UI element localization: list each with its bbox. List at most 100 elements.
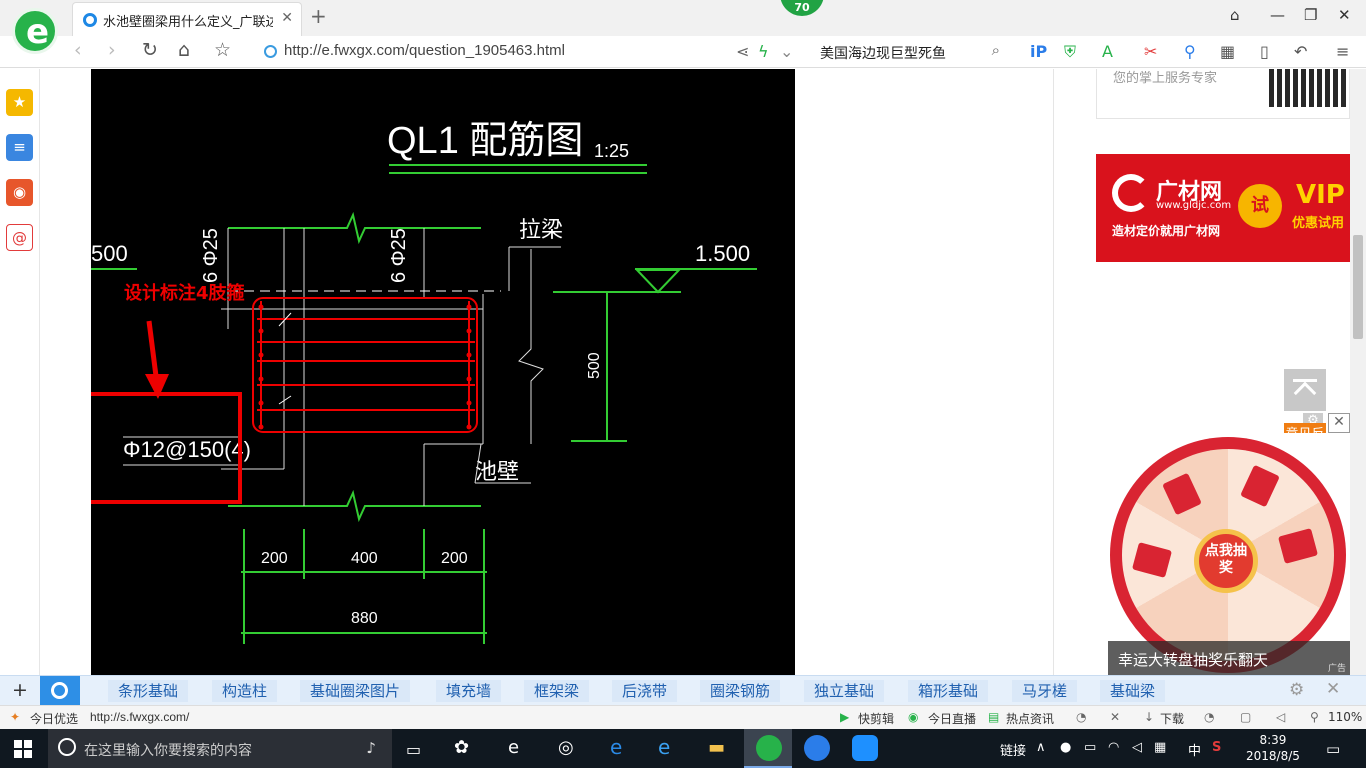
status-item[interactable]: 下载 xyxy=(1160,712,1185,726)
close-tagbar-button[interactable]: ✕ xyxy=(1326,679,1341,699)
tray-label[interactable]: 链接 xyxy=(1000,744,1027,759)
scissors-icon[interactable]: ✂ xyxy=(1144,42,1158,61)
ad-try-badge: 试 xyxy=(1238,184,1282,228)
lucky-wheel-ad[interactable]: 点我抽奖 幸运大转盘抽奖乐翻天 广告 xyxy=(1108,433,1350,675)
news-list-icon[interactable]: ≡ xyxy=(6,134,33,161)
status-link: http://s.fwxgx.com/ xyxy=(90,710,190,724)
volume-icon[interactable]: ◁ xyxy=(1276,710,1286,724)
tag-item[interactable]: 箱形基础 xyxy=(908,680,989,702)
column-divider xyxy=(1053,69,1054,675)
tag-item[interactable]: 基础圈梁图片 xyxy=(300,680,411,702)
menu-icon[interactable]: ≡ xyxy=(1336,42,1350,61)
scrollbar-thumb[interactable] xyxy=(1353,235,1363,339)
annotation-arrow-icon xyxy=(145,374,169,399)
zoom-level[interactable]: 110% xyxy=(1328,710,1363,724)
tag-item[interactable]: 基础梁 xyxy=(1100,680,1166,702)
glodon-app-icon[interactable] xyxy=(804,735,830,761)
chevron-down-icon[interactable]: ⌄ xyxy=(780,42,794,61)
tag-item[interactable]: 圈梁钢筋 xyxy=(700,680,781,702)
window-icon[interactable]: ▢ xyxy=(1240,710,1252,724)
lightning-icon[interactable]: ϟ xyxy=(758,42,769,61)
pin-icon[interactable]: ⌂ xyxy=(1230,6,1240,24)
device-icon[interactable]: ▯ xyxy=(1260,42,1269,61)
search-icon[interactable]: ⌕ xyxy=(991,41,1000,59)
mail-icon[interactable]: @ xyxy=(6,224,33,251)
back-button[interactable]: ‹ xyxy=(74,39,82,61)
tag-item[interactable]: 条形基础 xyxy=(108,680,189,702)
tag-item[interactable]: 框架梁 xyxy=(524,680,590,702)
browser-app-icon[interactable] xyxy=(756,735,782,761)
keyboard-icon[interactable]: ▦ xyxy=(1154,740,1167,755)
tab-close-button[interactable]: ✕ xyxy=(281,10,293,26)
elevation-label: 1.500 xyxy=(695,241,750,266)
taskbar-search[interactable]: 在这里输入你要搜索的内容 ♪ xyxy=(48,729,392,768)
internet-explorer-app-icon[interactable]: e xyxy=(658,735,671,759)
weibo-icon[interactable]: ◉ xyxy=(6,179,33,206)
system-clock[interactable]: 8:39 2018/8/5 xyxy=(1246,732,1300,764)
tag-item[interactable]: 独立基础 xyxy=(804,680,885,702)
new-tab-button[interactable]: + xyxy=(310,4,327,28)
refresh-button[interactable]: ↻ xyxy=(142,39,158,61)
restore-button[interactable]: ❐ xyxy=(1304,6,1318,24)
ip-icon[interactable]: iP xyxy=(1030,42,1048,61)
gear-icon[interactable]: ⚙ xyxy=(1289,680,1305,700)
share-icon[interactable]: ⋖ xyxy=(736,42,750,61)
browser-tab[interactable]: 水池壁圈梁用什么定义_广联达服 ✕ xyxy=(72,2,302,36)
minimize-button[interactable]: — xyxy=(1270,6,1285,24)
translate-icon[interactable]: A xyxy=(1102,42,1113,61)
app-icon[interactable]: ◎ xyxy=(558,737,574,758)
address-bar[interactable]: http://e.fwxgx.com/question_1905463.html xyxy=(264,40,724,64)
notification-bell-icon[interactable]: ● xyxy=(1060,740,1072,755)
add-app-icon[interactable] xyxy=(852,735,878,761)
browser-logo-icon[interactable]: e xyxy=(12,8,58,54)
volume-icon[interactable]: ◁ xyxy=(1132,740,1142,755)
tag-item[interactable]: 后浇带 xyxy=(612,680,678,702)
feed-label[interactable]: 今日优选 xyxy=(30,712,79,726)
taskbar-search-placeholder[interactable]: 在这里输入你要搜索的内容 xyxy=(84,743,252,759)
undo-icon[interactable]: ↶ xyxy=(1294,42,1308,61)
add-tag-button[interactable]: + xyxy=(12,679,28,701)
wifi-icon[interactable]: ◠ xyxy=(1108,740,1120,755)
ime-indicator[interactable]: 中 xyxy=(1188,744,1202,759)
gldjc-ad-banner[interactable]: 广材网 www.gldjc.com 造材定价就用广材网 试 VIP 优惠试用 xyxy=(1096,154,1350,262)
score-badge[interactable]: 70 xyxy=(780,0,824,16)
tag-item[interactable]: 马牙槎 xyxy=(1012,680,1078,702)
task-view-icon[interactable]: ▭ xyxy=(406,740,422,759)
magnifier-icon[interactable]: ⚲ xyxy=(1184,42,1196,61)
video-edit-icon: ▶ xyxy=(840,710,850,724)
status-item[interactable]: 快剪辑 xyxy=(858,712,895,726)
home-button[interactable]: ⌂ xyxy=(178,39,191,61)
apps-grid-icon[interactable]: ▦ xyxy=(1220,42,1236,61)
status-item[interactable]: 今日直播 xyxy=(928,712,977,726)
tag-item[interactable]: 构造柱 xyxy=(212,680,278,702)
ad-close-button[interactable]: ✕ xyxy=(1328,413,1350,433)
tray-expand-icon[interactable]: ∧ xyxy=(1036,740,1046,755)
close-window-button[interactable]: ✕ xyxy=(1338,6,1351,24)
forward-button[interactable]: › xyxy=(108,39,116,61)
search-input[interactable]: 美国海边现巨型死鱼 xyxy=(820,46,946,62)
star-icon[interactable]: ★ xyxy=(6,89,33,116)
speed-icon[interactable]: ◔ xyxy=(1076,710,1087,724)
sogou-ime-icon[interactable]: S xyxy=(1212,740,1222,755)
shield-icon[interactable]: ⛨ xyxy=(1064,42,1077,61)
edge-app-icon[interactable]: e xyxy=(610,735,623,759)
url-text[interactable]: http://e.fwxgx.com/question_1905463.html xyxy=(284,42,566,59)
file-explorer-app-icon[interactable]: ▬ xyxy=(708,737,726,758)
action-center-icon[interactable]: ▭ xyxy=(1326,740,1341,758)
microphone-icon[interactable]: ♪ xyxy=(366,739,376,757)
search-tag-button[interactable] xyxy=(40,676,80,706)
history-icon[interactable]: ◔ xyxy=(1204,710,1215,724)
tools-icon[interactable]: ✕ xyxy=(1110,710,1121,724)
battery-icon[interactable]: ▭ xyxy=(1084,740,1097,755)
status-item[interactable]: 热点资讯 xyxy=(1006,712,1055,726)
ie-browser-app-icon[interactable]: e xyxy=(508,737,520,758)
favorite-button[interactable]: ☆ xyxy=(214,39,232,61)
scrollbar[interactable] xyxy=(1350,69,1366,675)
tag-item[interactable]: 填充墙 xyxy=(436,680,502,702)
related-tags-bar: + 条形基础 构造柱 基础圈梁图片 填充墙 框架梁 后浇带 圈梁钢筋 独立基础 … xyxy=(0,675,1366,706)
draw-button[interactable]: 点我抽奖 xyxy=(1194,529,1258,593)
pinwheel-app-icon[interactable]: ✿ xyxy=(454,737,470,758)
back-to-top-button[interactable] xyxy=(1284,369,1326,411)
windows-start-button[interactable] xyxy=(14,740,32,758)
search-box[interactable]: 美国海边现巨型死鱼 ⌕ xyxy=(808,40,1004,64)
